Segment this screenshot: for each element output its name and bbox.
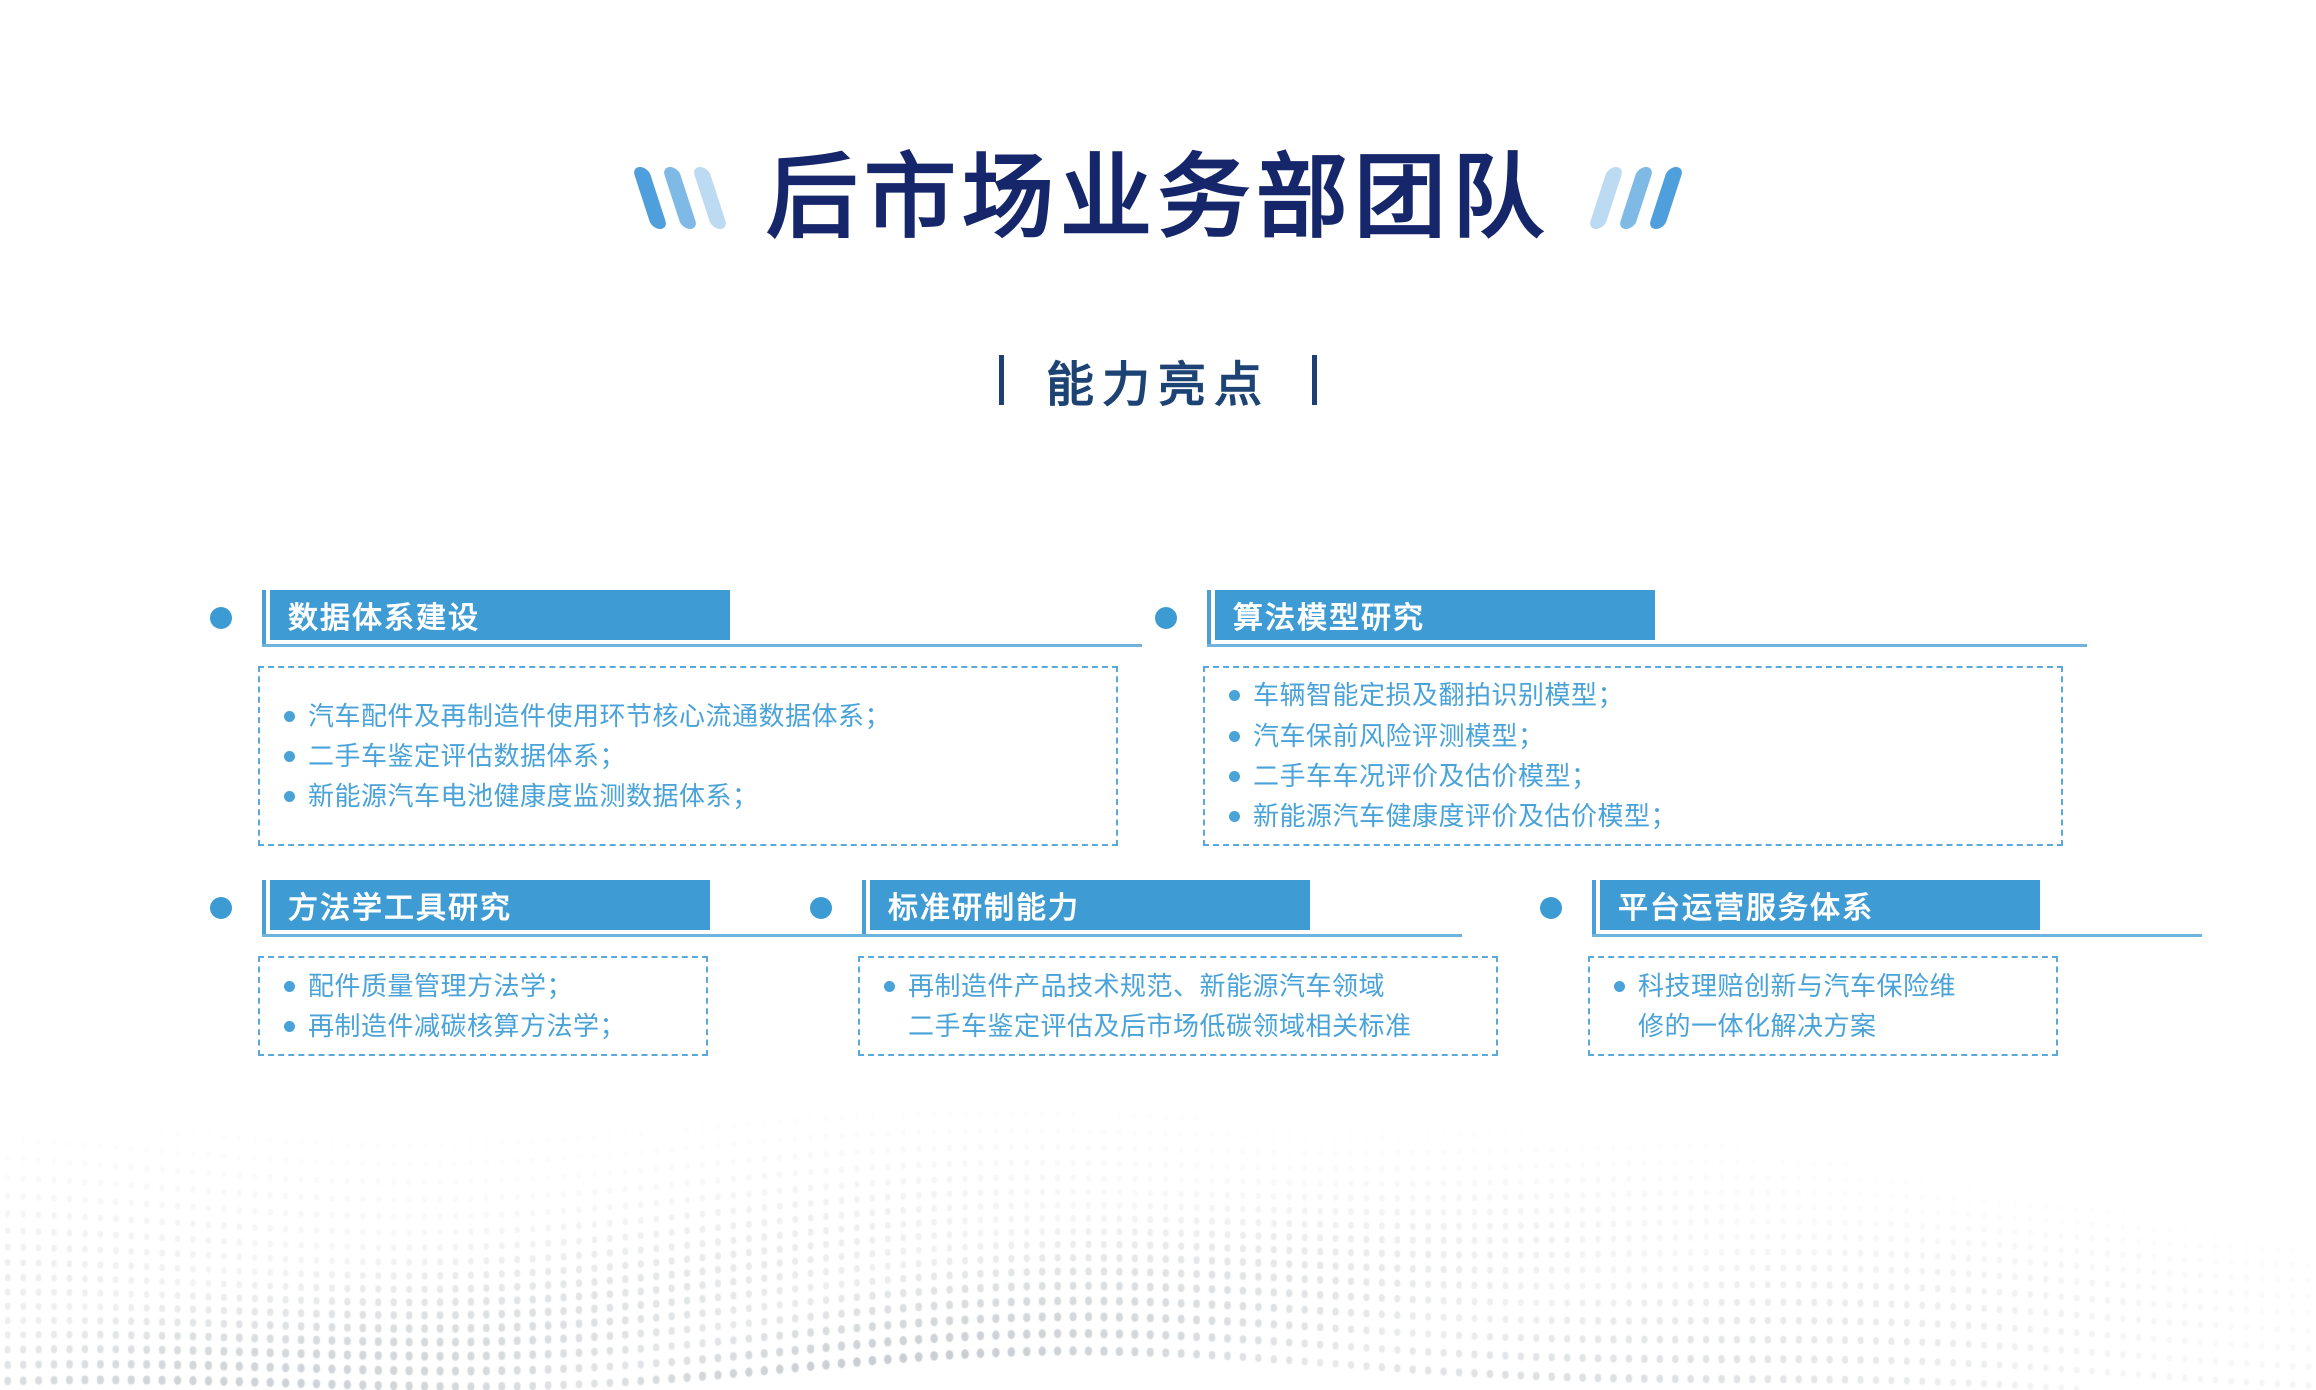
list-item: 二手车车况评价及估价模型； <box>1229 756 2061 796</box>
card-body: 配件质量管理方法学； 再制造件减碳核算方法学； <box>258 956 708 1056</box>
bullet-dot-icon <box>210 897 232 919</box>
list-bullet-icon <box>1614 980 1625 992</box>
card-header: 标准研制能力 <box>810 880 1510 937</box>
page-title: 后市场业务部团队 <box>765 147 1550 249</box>
card-platform-operation: 平台运营服务体系 科技理赔创新与汽车保险维 修的一体化解决方案 <box>1540 880 2202 1056</box>
card-standard-development: 标准研制能力 再制造件产品技术规范、新能源汽车领域 二手车鉴定评估及后市场低碳领… <box>810 880 1510 1056</box>
header-accent-bar <box>1207 590 1211 646</box>
card-header: 数据体系建设 <box>210 590 1142 647</box>
list-item-text: 再制造件减碳核算方法学； <box>308 1011 627 1041</box>
header-underline <box>262 934 872 937</box>
slash-decoration-right-icon <box>1587 167 1685 230</box>
card-body: 车辆智能定损及翻拍识别模型； 汽车保前风险评测模型； 二手车车况评价及估价模型；… <box>1203 666 2063 846</box>
bullet-dot-icon <box>1540 897 1562 919</box>
card-body: 汽车配件及再制造件使用环节核心流通数据体系； 二手车鉴定评估数据体系； 新能源汽… <box>258 666 1118 846</box>
list-item-text: 汽车配件及再制造件使用环节核心流通数据体系； <box>308 700 892 731</box>
list-item: 新能源汽车电池健康度监测数据体系； <box>284 776 1116 816</box>
list-bullet-icon <box>284 1021 295 1032</box>
list-item-text: 新能源汽车电池健康度监测数据体系； <box>308 781 759 812</box>
card-algorithm-model: 算法模型研究 车辆智能定损及翻拍识别模型； 汽车保前风险评测模型； 二手车车况评… <box>1155 590 2087 846</box>
list-item-text: 再制造件产品技术规范、新能源汽车领域 <box>908 970 1386 1001</box>
header-fill: 标准研制能力 <box>870 880 1310 930</box>
list-bullet-icon <box>1229 811 1240 823</box>
list-bullet-icon <box>284 980 295 992</box>
subtitle-row: 能力亮点 <box>0 345 2316 415</box>
list-bullet-icon <box>884 980 895 992</box>
card-data-system: 数据体系建设 汽车配件及再制造件使用环节核心流通数据体系； 二手车鉴定评估数据体… <box>210 590 1142 846</box>
header-underline <box>1592 934 2202 937</box>
list-bullet-icon <box>284 750 295 762</box>
header-fill: 数据体系建设 <box>270 590 730 640</box>
subtitle-divider-left-icon <box>998 355 1004 405</box>
card-body: 科技理赔创新与汽车保险维 修的一体化解决方案 <box>1588 956 2058 1056</box>
list-item: 汽车配件及再制造件使用环节核心流通数据体系； <box>284 696 1116 736</box>
header-underline <box>1207 644 2087 647</box>
list-bullet-icon <box>1229 690 1240 702</box>
list-item-text: 二手车车况评价及估价模型； <box>1253 761 1598 791</box>
list-item-text: 修的一体化解决方案 <box>1638 1011 1877 1041</box>
card-title: 算法模型研究 <box>1233 602 1425 635</box>
list-item: 配件质量管理方法学； <box>284 966 706 1006</box>
page-subtitle: 能力亮点 <box>1045 359 1270 412</box>
list-item-text: 车辆智能定损及翻拍识别模型； <box>1253 680 1625 711</box>
title-row: 后市场业务部团队 <box>0 150 2316 247</box>
list-item: 再制造件产品技术规范、新能源汽车领域 二手车鉴定评估及后市场低碳领域相关标准 <box>884 966 1496 1047</box>
subtitle-divider-right-icon <box>1312 355 1317 405</box>
card-methodology-tools: 方法学工具研究 配件质量管理方法学； 再制造件减碳核算方法学； <box>210 880 872 1056</box>
list-bullet-icon <box>1229 730 1240 742</box>
list-item-text: 汽车保前风险评测模型； <box>1253 720 1545 751</box>
list-item: 汽车保前风险评测模型； <box>1229 716 2061 756</box>
card-title: 方法学工具研究 <box>288 892 512 925</box>
list-item: 科技理赔创新与汽车保险维 修的一体化解决方案 <box>1614 966 2056 1047</box>
card-title: 数据体系建设 <box>288 602 480 635</box>
header-fill: 方法学工具研究 <box>270 880 710 930</box>
header-accent-bar <box>862 880 866 936</box>
list-item-text: 科技理赔创新与汽车保险维 <box>1638 970 1957 1001</box>
header-accent-bar <box>262 590 266 646</box>
card-header: 平台运营服务体系 <box>1540 880 2202 937</box>
bullet-dot-icon <box>810 897 832 919</box>
list-item-text: 新能源汽车健康度评价及估价模型； <box>1253 801 1678 832</box>
list-item-text: 二手车鉴定评估数据体系； <box>308 740 627 771</box>
list-item: 二手车鉴定评估数据体系； <box>284 736 1116 776</box>
slash-decoration-left-icon <box>631 167 729 230</box>
header-accent-bar <box>262 880 266 936</box>
card-body: 再制造件产品技术规范、新能源汽车领域 二手车鉴定评估及后市场低碳领域相关标准 <box>858 956 1498 1056</box>
list-bullet-icon <box>284 791 295 803</box>
list-item-text: 配件质量管理方法学； <box>308 970 574 1001</box>
card-header: 算法模型研究 <box>1155 590 2087 647</box>
list-item-text: 二手车鉴定评估及后市场低碳领域相关标准 <box>908 1011 1412 1041</box>
list-bullet-icon <box>284 710 295 722</box>
header-fill: 算法模型研究 <box>1215 590 1655 640</box>
card-title: 平台运营服务体系 <box>1618 892 1874 925</box>
bullet-dot-icon <box>1155 607 1177 629</box>
header-underline <box>862 934 1462 937</box>
list-bullet-icon <box>1229 771 1240 782</box>
header-fill: 平台运营服务体系 <box>1600 880 2040 930</box>
header-underline <box>262 644 1142 647</box>
header-accent-bar <box>1592 880 1596 936</box>
bullet-dot-icon <box>210 607 232 629</box>
list-item: 车辆智能定损及翻拍识别模型； <box>1229 675 2061 715</box>
card-title: 标准研制能力 <box>888 892 1080 925</box>
list-item: 再制造件减碳核算方法学； <box>284 1006 706 1046</box>
card-header: 方法学工具研究 <box>210 880 872 937</box>
list-item: 新能源汽车健康度评价及估价模型； <box>1229 796 2061 836</box>
